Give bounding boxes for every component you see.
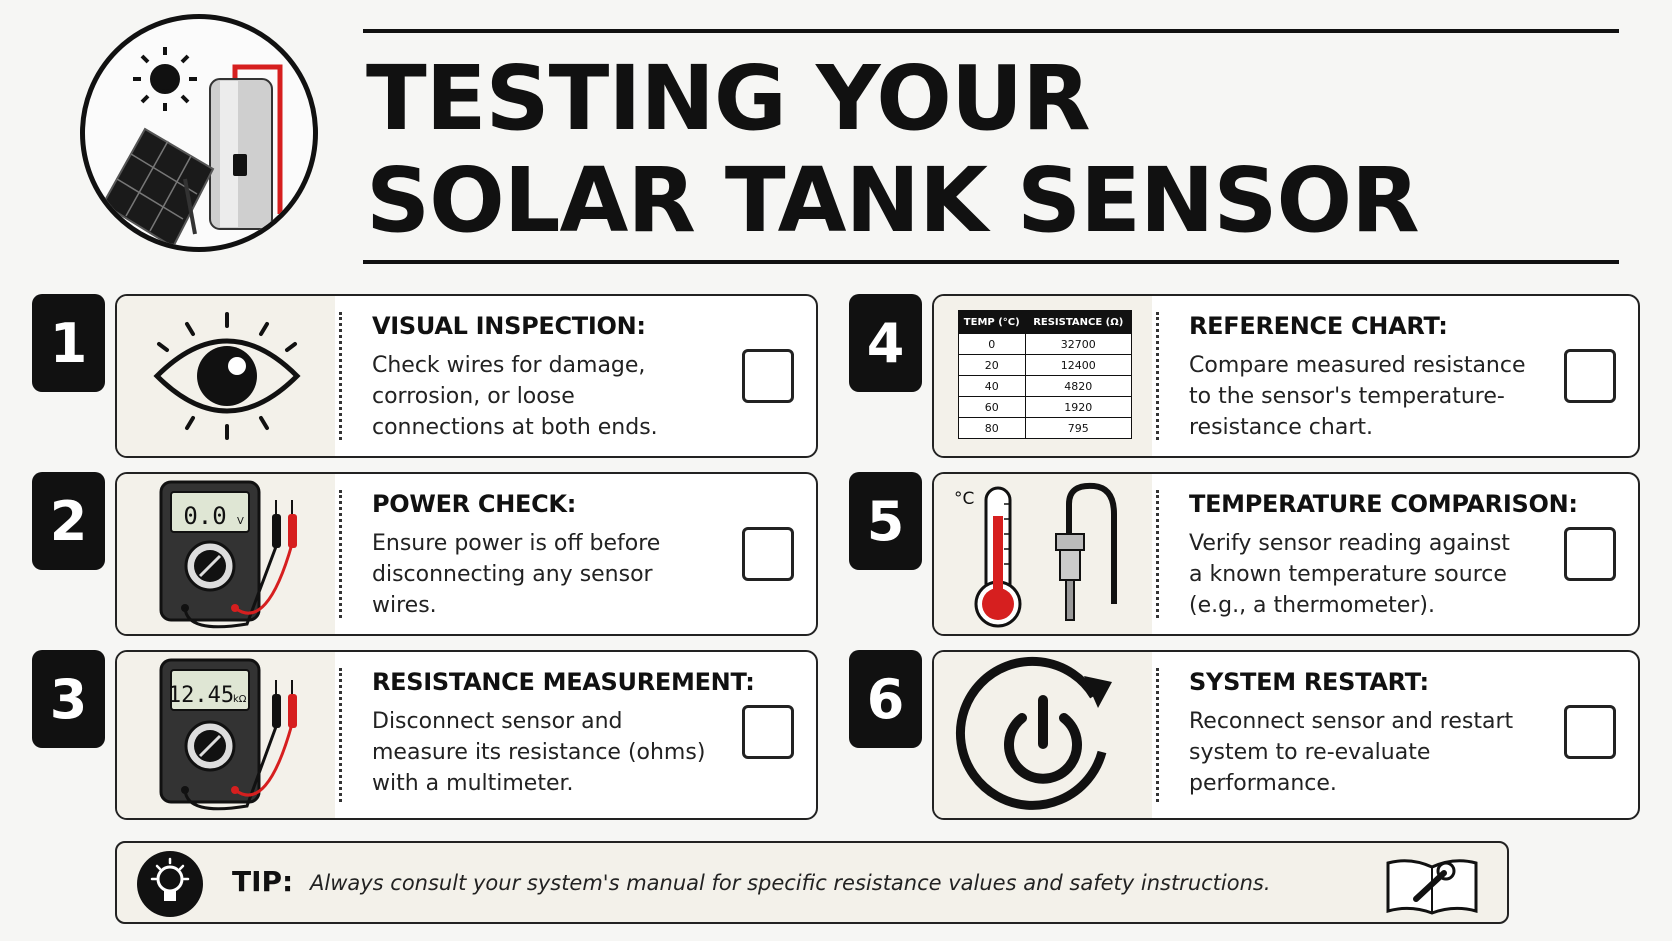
solar-panel-icon bbox=[101, 127, 215, 247]
step-6-checkbox[interactable] bbox=[1564, 705, 1616, 759]
step-number-4: 4 bbox=[849, 294, 922, 392]
step-title: REFERENCE CHART: bbox=[1189, 312, 1448, 340]
table-cell: 60 bbox=[958, 396, 1026, 418]
step-description: Check wires for damage, corrosion, or lo… bbox=[372, 353, 658, 440]
step-card-visual-inspection: VISUAL INSPECTION: Check wires for damag… bbox=[115, 294, 818, 458]
page-title-line-1: TESTING YOUR bbox=[366, 46, 1091, 150]
tip-label: TIP: bbox=[232, 865, 294, 898]
header-top-rule bbox=[363, 29, 1619, 33]
table-cell: 1920 bbox=[1024, 396, 1132, 418]
step-number-1: 1 bbox=[32, 294, 105, 392]
step-icon-area: °C bbox=[934, 474, 1152, 634]
header-bottom-rule bbox=[363, 260, 1619, 264]
step-description: Verify sensor reading against a known te… bbox=[1189, 531, 1510, 618]
table-cell: 40 bbox=[958, 375, 1026, 397]
step-icon-area bbox=[934, 652, 1152, 818]
step-title: VISUAL INSPECTION: bbox=[372, 312, 646, 340]
step-title: RESISTANCE MEASUREMENT: bbox=[372, 668, 755, 696]
table-header: RESISTANCE (Ω) bbox=[1024, 310, 1132, 334]
card-divider bbox=[1156, 668, 1159, 802]
step-number-5: 5 bbox=[849, 472, 922, 570]
lightbulb-icon bbox=[137, 851, 203, 917]
eye-icon bbox=[153, 312, 301, 440]
solar-water-heater-logo bbox=[80, 14, 318, 252]
step-5-checkbox[interactable] bbox=[1564, 527, 1616, 581]
multimeter-icon: 0.0 V bbox=[159, 480, 297, 629]
tip-text: Always consult your system's manual for … bbox=[310, 871, 1271, 895]
temperature-probe-icon bbox=[1055, 482, 1117, 621]
table-cell: 32700 bbox=[1024, 333, 1132, 355]
step-number-2: 2 bbox=[32, 472, 105, 570]
table-header: TEMP (°C) bbox=[958, 310, 1026, 334]
card-divider bbox=[339, 490, 342, 618]
multimeter-icon: 12.45 kΩ bbox=[159, 658, 297, 811]
step-description: Ensure power is off before disconnecting… bbox=[372, 531, 661, 618]
page-title-line-2: SOLAR TANK SENSOR bbox=[366, 148, 1420, 252]
tip-banner: TIP: Always consult your system's manual… bbox=[115, 841, 1509, 924]
step-3-checkbox[interactable] bbox=[742, 705, 794, 759]
celsius-label: °C bbox=[954, 489, 974, 509]
step-title: TEMPERATURE COMPARISON: bbox=[1189, 490, 1578, 518]
table-cell: 12400 bbox=[1024, 354, 1132, 376]
step-card-power-check: 0.0 V POWER CHECK: Ensure power is off b… bbox=[115, 472, 818, 636]
table-cell: 4820 bbox=[1024, 375, 1132, 397]
multimeter-display-unit: kΩ bbox=[233, 694, 247, 705]
step-4-checkbox[interactable] bbox=[1564, 349, 1616, 403]
table-cell: 795 bbox=[1024, 417, 1132, 439]
step-description: Disconnect sensor and measure its resist… bbox=[372, 709, 706, 796]
manual-wrench-icon bbox=[1382, 853, 1482, 921]
card-divider bbox=[1156, 312, 1159, 440]
thermometer-icon bbox=[974, 486, 1022, 628]
step-title: POWER CHECK: bbox=[372, 490, 576, 518]
step-2-checkbox[interactable] bbox=[742, 527, 794, 581]
table-cell: 0 bbox=[958, 333, 1026, 355]
step-card-temperature-comparison: °C TEMPERATURE COMPARISON: Verify bbox=[932, 472, 1640, 636]
step-1-checkbox[interactable] bbox=[742, 349, 794, 403]
card-divider bbox=[339, 312, 342, 440]
table-cell: 80 bbox=[958, 417, 1026, 439]
sun-icon bbox=[133, 47, 197, 111]
step-number-3: 3 bbox=[32, 650, 105, 748]
step-card-resistance-measurement: 12.45 kΩ RESISTANCE MEASUREMENT: Disconn… bbox=[115, 650, 818, 820]
card-divider bbox=[1156, 490, 1159, 618]
power-restart-icon bbox=[956, 656, 1112, 810]
step-icon-area: 12.45 kΩ bbox=[117, 652, 335, 818]
multimeter-display-unit: V bbox=[237, 516, 244, 527]
multimeter-display-value: 12.45 bbox=[168, 683, 234, 708]
step-icon-area: 0.0 V bbox=[117, 474, 335, 634]
step-description: Reconnect sensor and restart system to r… bbox=[1189, 709, 1514, 796]
step-card-system-restart: SYSTEM RESTART: Reconnect sensor and res… bbox=[932, 650, 1640, 820]
step-icon-area bbox=[117, 296, 335, 456]
step-title: SYSTEM RESTART: bbox=[1189, 668, 1429, 696]
step-number-6: 6 bbox=[849, 650, 922, 748]
multimeter-display-value: 0.0 bbox=[183, 502, 226, 530]
step-description: Compare measured resistance to the senso… bbox=[1189, 353, 1526, 440]
card-divider bbox=[339, 668, 342, 802]
table-cell: 20 bbox=[958, 354, 1026, 376]
